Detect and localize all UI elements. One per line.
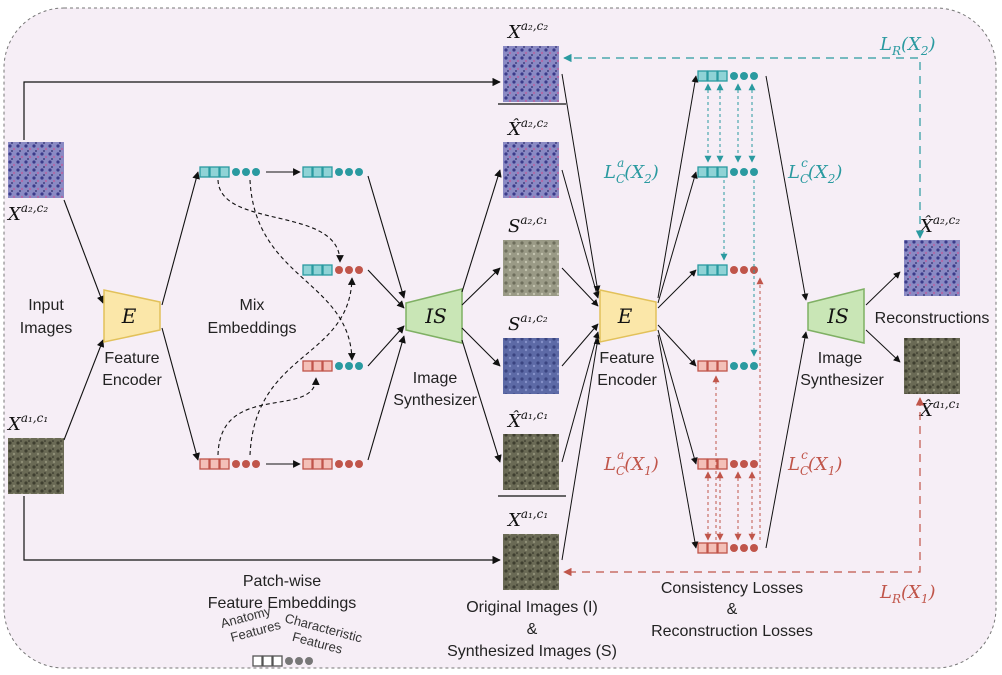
arrow-x2-to-encoder [63, 199, 105, 304]
input-images-label-2: Images [20, 320, 72, 337]
arrow-encoder-to-emb-top [161, 171, 200, 306]
original-synth-label-2: & [527, 621, 538, 638]
arrow-enc2-emb4 [657, 324, 697, 367]
arrow-is-to-s12 [461, 327, 501, 367]
embedding-enc2-s12 [697, 360, 758, 372]
recon-loss-path-x2 [563, 53, 925, 239]
encoder-2-symbol: E [617, 304, 633, 328]
embedding-a2c1-mix [302, 264, 363, 276]
mix-embeddings-label-1: Mix [240, 297, 265, 314]
image-synthesizer-2-label-2: Synthesizer [800, 372, 884, 389]
reconstructions-label: Reconstructions [875, 310, 990, 327]
synthesizer-2-symbol: IS [826, 304, 849, 328]
patchwise-label-1: Patch-wise [243, 573, 321, 590]
legend-token [252, 655, 313, 667]
math-xhat-a2c2-right: X̂a₂,c₂ [918, 213, 960, 237]
embedding-x2-left [199, 166, 260, 178]
original-synth-label-1: Original Images (I) [466, 599, 598, 616]
input-images-label-1: Input [28, 297, 64, 314]
arrow-emb4-to-is [367, 335, 406, 461]
patchwise-label-2: Feature Embeddings [208, 595, 357, 612]
encoder-1-symbol: E [121, 304, 137, 328]
embedding-a1c2-mix [302, 360, 363, 372]
synth-image-s12 [503, 338, 559, 394]
losses-label-3: Reconstruction Losses [651, 623, 813, 640]
image-synthesizer-2-label-1: Image [818, 350, 863, 367]
arrow-emb2-to-is [367, 269, 405, 309]
loss-lr-x1: LR(X1) [879, 582, 936, 606]
arrow-enc2-emb3 [657, 269, 697, 309]
original-synth-label-3: Synthesized Images (S) [447, 643, 617, 660]
embedding-x2-mix [302, 166, 363, 178]
legend-token-shape [252, 655, 313, 667]
arrow-emb1-to-is [367, 175, 406, 299]
image-synthesizer-2-block [807, 288, 865, 344]
synth-image-s21 [503, 240, 559, 296]
feature-encoder-1-label-1: Feature [104, 350, 159, 367]
arrow-is2-to-rec1 [865, 329, 901, 363]
arrow-is-to-xhat1 [461, 339, 502, 463]
input-image-x1 [8, 438, 64, 494]
arrow-x2-to-original [23, 77, 501, 140]
losses-label-2: & [727, 601, 738, 618]
feature-encoder-1-block [103, 289, 161, 343]
feature-encoder-1-label-2: Encoder [102, 372, 162, 389]
losses-label-1: Consistency Losses [661, 580, 803, 597]
recon-loss-path-x1 [563, 397, 925, 577]
arrow-s12-to-enc2 [561, 323, 599, 367]
feature-encoder-2-label-2: Encoder [597, 372, 657, 389]
arrow-is-to-xhat2 [461, 169, 502, 293]
input-image-x2 [8, 142, 64, 198]
image-synthesizer-1-block [405, 288, 463, 344]
reconstruction-image-x1 [904, 338, 960, 394]
feature-encoder-2-block [599, 289, 657, 343]
synth-image-xhat1 [503, 434, 559, 490]
embedding-x1-mix [302, 458, 363, 470]
synthesizer-1-symbol: IS [424, 304, 447, 328]
embedding-x1-left [199, 458, 260, 470]
original-image-x1 [503, 534, 559, 590]
arrow-s21-to-enc2 [561, 267, 599, 307]
mix-curve-3 [217, 377, 320, 456]
arrow-x1-to-original [23, 496, 501, 565]
reconstruction-image-x2 [904, 240, 960, 296]
mix-curve-1 [217, 179, 344, 263]
mix-embeddings-label-2: Embeddings [208, 320, 297, 337]
arrow-is-to-s21 [461, 267, 501, 306]
image-synthesizer-1-label-1: Image [413, 370, 458, 387]
arrow-encoder-to-emb-bottom [161, 327, 200, 461]
mix-curve-4 [249, 277, 356, 456]
arrow-x1-to-encoder [63, 339, 105, 441]
original-image-x2 [503, 46, 559, 102]
arrow-is2-to-rec2 [865, 271, 901, 306]
synth-image-xhat2 [503, 142, 559, 198]
image-synthesizer-1-label-2: Synthesizer [393, 392, 477, 409]
feature-encoder-2-label-1: Feature [599, 350, 654, 367]
arrow-emb3-to-is [367, 325, 405, 367]
mix-curve-2 [249, 179, 356, 361]
